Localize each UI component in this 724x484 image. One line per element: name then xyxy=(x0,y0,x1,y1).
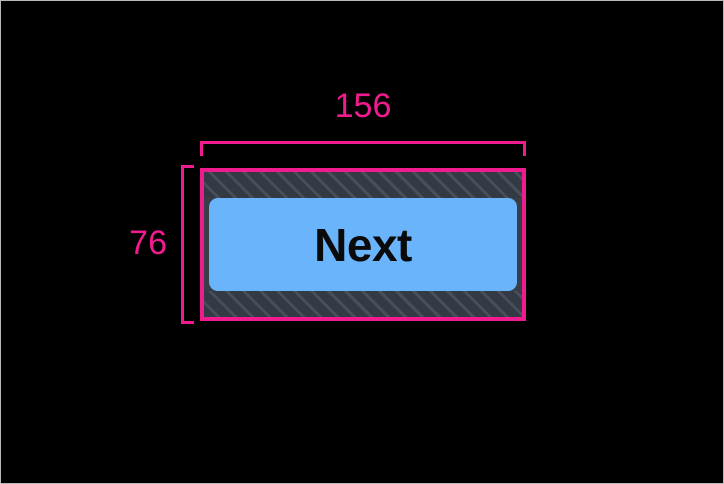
height-dimension-label: 76 xyxy=(129,224,167,262)
height-tick-bottom-icon xyxy=(181,321,194,324)
width-dimension-label: 156 xyxy=(334,87,392,125)
height-dimension-line xyxy=(181,165,184,324)
height-tick-top-icon xyxy=(181,165,194,168)
width-tick-left-icon xyxy=(200,141,203,156)
height-dimension-bracket xyxy=(181,165,195,324)
width-dimension-line xyxy=(200,141,526,144)
measured-element-bounds: Next xyxy=(200,168,526,321)
padding-band-bottom xyxy=(204,291,522,317)
next-button[interactable]: Next xyxy=(209,198,517,291)
width-dimension-bracket xyxy=(200,141,526,157)
width-tick-right-icon xyxy=(523,141,526,156)
next-button-label: Next xyxy=(314,218,412,271)
padding-band-top xyxy=(204,172,522,198)
